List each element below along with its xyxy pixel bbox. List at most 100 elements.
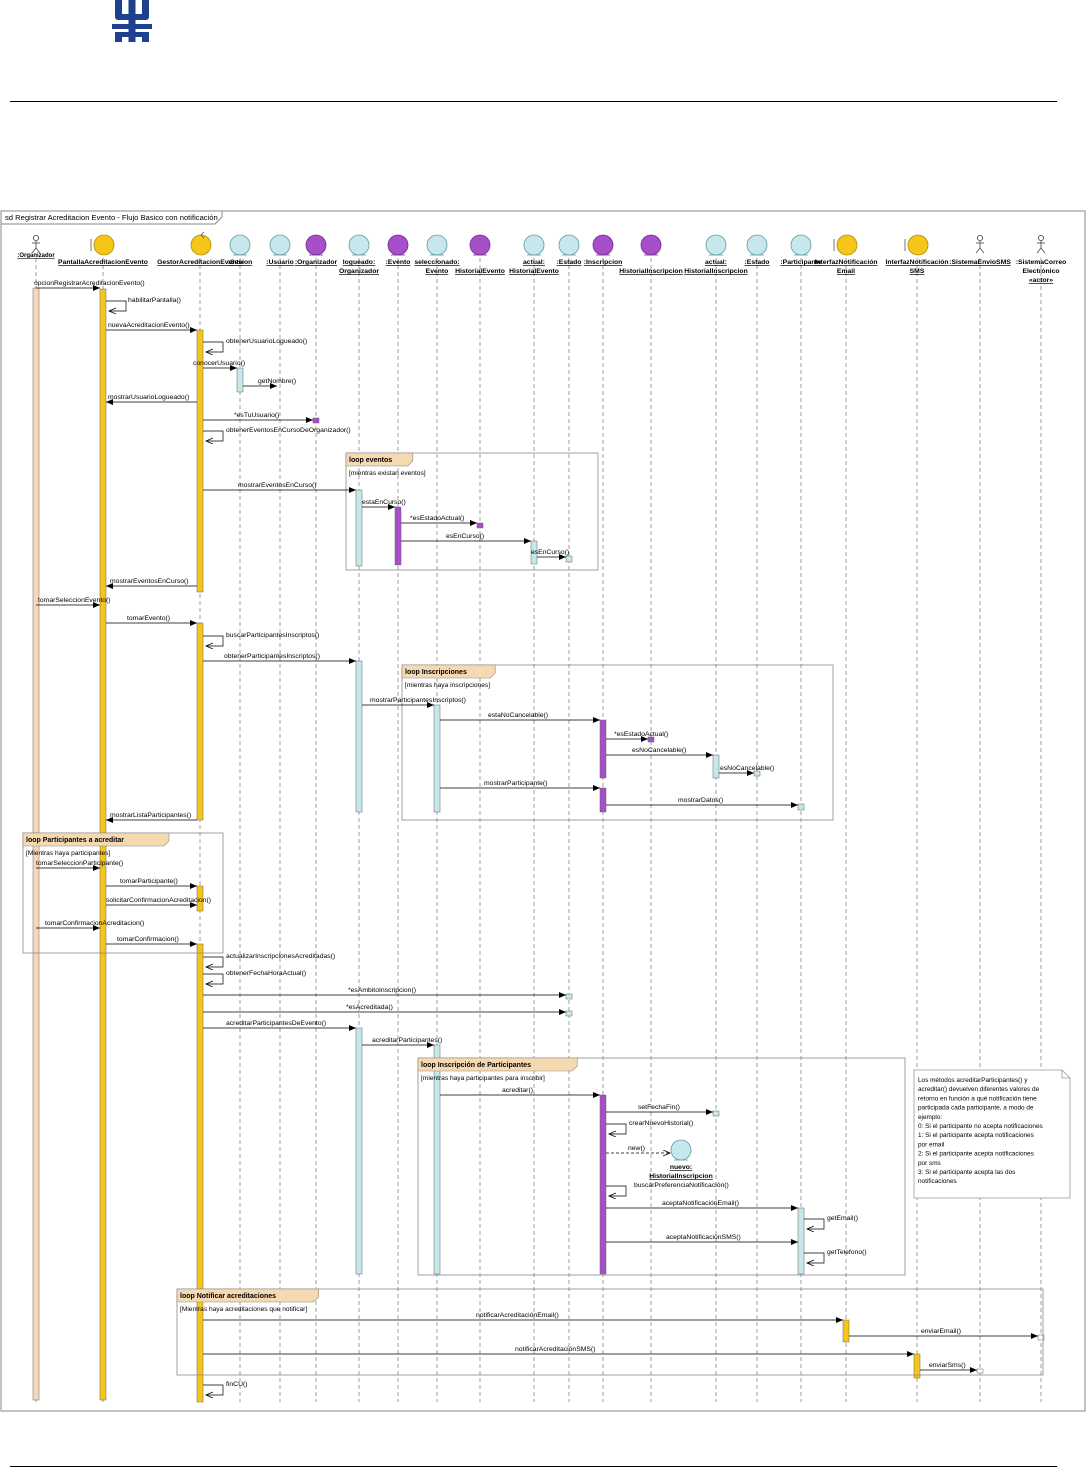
lifeline-label-est2: :Estado: [745, 259, 770, 266]
loop-fragment-0: [345, 452, 599, 571]
activation-bar-uorg-7: [312, 417, 320, 424]
activation-bar-ahins-25: [712, 1110, 720, 1117]
lifeline-label-est: :Estado: [557, 259, 582, 266]
diagram-frame: [0, 210, 1086, 1412]
entity-icon-ses: [229, 234, 251, 256]
message-label-46: getTelefono(): [827, 1249, 867, 1256]
lifeline-label-gest: GestorAcreditacionEvento: [157, 259, 243, 266]
lifeline-label-mail: «actor»: [1029, 277, 1053, 284]
frame-title-tab: [1, 211, 223, 225]
message-label-36: acreditarParticipantesDeEvento(): [226, 1020, 326, 1027]
message-label-3: obtenerUsuarioLogueado(): [226, 338, 307, 345]
activation-bar-ses-6: [236, 367, 244, 393]
message-label-10: estaEnCurso(): [362, 499, 406, 506]
actor-icon-org: [31, 234, 41, 254]
actor-leg-r-org: [35, 247, 41, 254]
lifeline-label-par: :Participante: [780, 259, 821, 266]
activation-bar-log-8: [355, 489, 363, 567]
note-line: acreditar() devuelven diferentes valores…: [918, 1086, 1040, 1093]
lifeline-label-usu: :Usuario: [266, 259, 294, 266]
message-label-8: obtenerEventosEnCursoDeOrganizador(): [226, 427, 351, 434]
loop-fragment-guard-4: [Mientras haya acreditaciones que notifi…: [180, 1306, 307, 1313]
note-line: 1: Si el participante acepta notificacio…: [918, 1132, 1034, 1139]
message-label-16: tomarEvento(): [127, 615, 170, 622]
message-label-45: aceptaNotificaciónSMS(): [666, 1234, 741, 1241]
message-label-50: enviarSms(): [929, 1362, 966, 1369]
lifeline-label-mail: Electrónico: [1022, 268, 1059, 275]
loop-fragment-header-4: [176, 1288, 319, 1303]
note-box: [913, 1069, 1071, 1199]
message-label-37: acreditarParticipantes(): [372, 1037, 442, 1044]
loop-fragment-4: [176, 1288, 1044, 1376]
header-rule: [10, 101, 1057, 102]
actor-leg-l-sms: [975, 247, 981, 254]
message-arrow-33: [203, 973, 224, 984]
control-icon-gest: [190, 234, 212, 256]
message-label-42: buscarPreferenciaNotificación(): [634, 1182, 729, 1189]
actor-head-mail: [1037, 234, 1045, 242]
lifeline-label-org: :Organizador: [17, 253, 55, 259]
message-label-1: habilitarPantalla(): [128, 297, 181, 304]
actor-icon-mail: [1036, 234, 1046, 254]
entity-icon-hins: [640, 234, 662, 256]
footer-rule: [10, 1466, 1057, 1467]
message-label-34: *esAmbitoInscripcion(): [348, 987, 416, 994]
logo-u-base: [115, 14, 149, 20]
activation-bar-gest-5: [196, 943, 204, 1403]
actor-leg-l-org: [31, 247, 37, 254]
message-label-11: *esEstadoActual(): [410, 515, 464, 522]
lifeline-label-ses: :Sesion: [228, 259, 253, 266]
message-label-43: aceptaNotificaciónEmail(): [662, 1200, 739, 1207]
message-label-12: esEnCurso(): [446, 533, 484, 540]
message-label-32: actualizarInscripcionesAcreditadas(): [226, 953, 335, 960]
note-line: notificaciones: [918, 1178, 957, 1185]
message-label-51: finCU(): [226, 1381, 248, 1388]
loop-fragment-header-1: [401, 664, 496, 679]
activation-bar-par-24: [797, 1207, 805, 1275]
loop-fragment-title-3: loop Inscripción de Participantes: [421, 1062, 531, 1069]
message-label-14: mostrarEventosEnCurso(): [110, 578, 189, 585]
message-arrow-40: [606, 1123, 627, 1134]
lifeline-label-hev: HistorialEvento: [455, 268, 505, 275]
entity-icon-evt: [387, 234, 409, 256]
entity-icon-uorg: [305, 234, 327, 256]
activation-bar-ins-18: [599, 787, 607, 813]
message-label-0: opcionRegistrarAcreditacionEvento(): [34, 280, 145, 287]
activation-bar-sel-15: [433, 704, 441, 813]
created-object-icon: [670, 1139, 692, 1161]
loop-fragment-title-0: loop eventos: [349, 457, 392, 464]
activation-bar-sel-16: [433, 1044, 441, 1275]
activation-bar-est2-22: [753, 770, 761, 777]
activation-bar-par-23: [797, 803, 805, 811]
message-arrow-51: [203, 1384, 224, 1395]
sequence-diagram: sd Registrar Acreditacion Evento - Flujo…: [0, 210, 1086, 1412]
lifeline-label-log: logueado:: [343, 259, 375, 266]
entity-icon-usu: [269, 234, 291, 256]
activation-bar-est-26: [565, 993, 573, 1000]
lifeline-label-pant: PantallaAcreditacionEvento: [58, 259, 148, 266]
loop-fragment-title-1: loop Inscripciones: [405, 669, 467, 676]
message-label-27: tomarSeleccionParticipante(): [36, 860, 123, 867]
message-arrow-46: [804, 1252, 825, 1263]
entity-icon-sel: [426, 234, 448, 256]
activation-bar-gest-4: [196, 885, 204, 912]
activation-bar-hev-12: [476, 522, 484, 529]
message-label-20: estaNoCancelable(): [488, 712, 548, 719]
message-arrow-17: [203, 635, 224, 646]
lifeline-label-ims: InterfazNotificación: [885, 259, 948, 266]
activation-bar-ahev-13: [530, 540, 538, 565]
message-label-17: buscarParticipantesInscriptos(): [226, 632, 319, 639]
activation-bar-sms-31: [976, 1368, 984, 1374]
control-arrow-gest: [200, 231, 205, 239]
loop-fragment-title-4: loop Notificar acreditaciones: [180, 1293, 276, 1300]
note-line: participada cada participante, a modo de: [918, 1105, 1034, 1112]
lifeline-label-sel: Evento: [426, 268, 449, 275]
message-label-47: notificarAcreditaciónEmail(): [476, 1312, 559, 1319]
lifeline-label-sms: :SistemaEnvioSMS: [949, 259, 1011, 266]
note-line: Los métodos acreditarParticipantes() y: [918, 1077, 1028, 1084]
entity-icon-par: [790, 234, 812, 256]
control-icon-ims: [907, 234, 929, 256]
actor-head-org: [32, 234, 40, 242]
note-line: 3: Si el participante acepta las dos: [918, 1169, 1015, 1176]
entity-icon-ins: [592, 234, 614, 256]
